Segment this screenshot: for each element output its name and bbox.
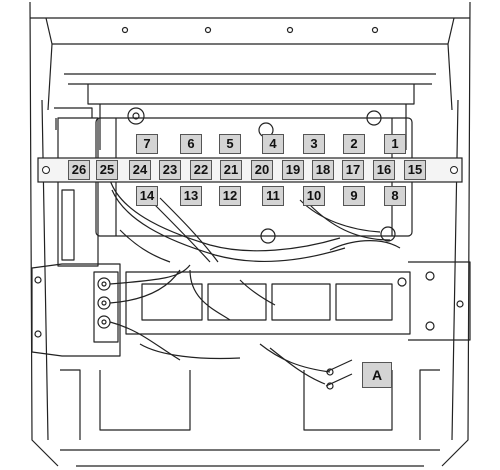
fuse-label-24: 24 xyxy=(129,160,151,180)
fuse-label-4: 4 xyxy=(262,134,284,154)
fuse-label-11: 11 xyxy=(262,186,284,206)
relay-cables xyxy=(325,359,353,390)
terminal-posts xyxy=(93,264,191,361)
fuse-label-2: 2 xyxy=(343,134,365,154)
fuse-label-13: 13 xyxy=(180,186,202,206)
fuse-label-6: 6 xyxy=(180,134,202,154)
fuse-label-5: 5 xyxy=(219,134,241,154)
fuse-label-16: 16 xyxy=(373,160,395,180)
left-module xyxy=(54,107,99,267)
fuse-label-9: 9 xyxy=(343,186,365,206)
top-holes xyxy=(121,26,379,34)
bus-bar-plate xyxy=(125,271,411,335)
housing-frame xyxy=(29,1,471,467)
fuse-label-3: 3 xyxy=(303,134,325,154)
fuse-label-18: 18 xyxy=(312,160,334,180)
fuse-label-21: 21 xyxy=(220,160,242,180)
fuse-label-1: 1 xyxy=(384,134,406,154)
relay-label-a: A xyxy=(362,362,392,388)
fuse-label-22: 22 xyxy=(190,160,212,180)
fuse-label-15: 15 xyxy=(404,160,426,180)
fuse-label-17: 17 xyxy=(342,160,364,180)
fuse-label-7: 7 xyxy=(136,134,158,154)
fuse-label-14: 14 xyxy=(136,186,158,206)
fuse-label-20: 20 xyxy=(251,160,273,180)
right-bracket xyxy=(408,261,471,341)
fuse-label-26: 26 xyxy=(68,160,90,180)
fuse-label-8: 8 xyxy=(384,186,406,206)
left-bracket xyxy=(31,263,121,357)
fuse-label-19: 19 xyxy=(282,160,304,180)
fuse-label-23: 23 xyxy=(159,160,181,180)
fuse-label-25: 25 xyxy=(96,160,118,180)
fuse-label-12: 12 xyxy=(219,186,241,206)
lower-floor xyxy=(60,343,440,440)
fuse-label-10: 10 xyxy=(303,186,325,206)
